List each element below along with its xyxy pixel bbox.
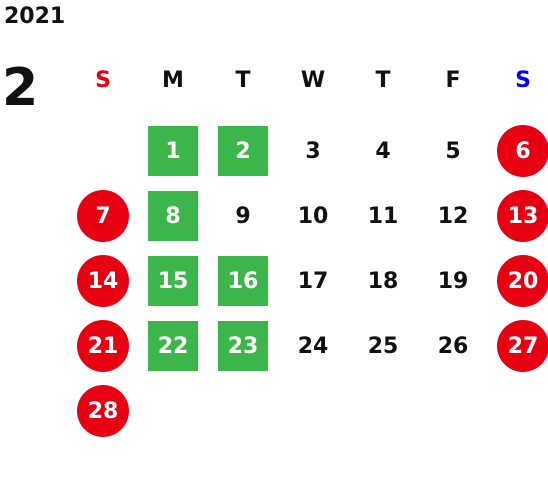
day-18[interactable]: 18 xyxy=(367,268,399,294)
day-15[interactable]: 15 xyxy=(148,256,198,306)
day-1[interactable]: 1 xyxy=(148,126,198,176)
day-10[interactable]: 10 xyxy=(297,203,329,229)
day-21[interactable]: 21 xyxy=(77,320,129,372)
day-25[interactable]: 25 xyxy=(367,333,399,359)
weekday-header-wed: W xyxy=(300,68,326,93)
day-17[interactable]: 17 xyxy=(297,268,329,294)
day-24[interactable]: 24 xyxy=(297,333,329,359)
day-14[interactable]: 14 xyxy=(77,255,129,307)
day-9[interactable]: 9 xyxy=(235,203,251,229)
day-22[interactable]: 22 xyxy=(148,321,198,371)
month-number: 2 xyxy=(2,58,39,118)
day-27[interactable]: 27 xyxy=(497,320,548,372)
day-23[interactable]: 23 xyxy=(218,321,268,371)
year-label: 2021 xyxy=(4,4,66,29)
day-26[interactable]: 26 xyxy=(437,333,469,359)
weekday-header-mon: M xyxy=(162,68,184,93)
day-16[interactable]: 16 xyxy=(218,256,268,306)
weekday-header-tue: T xyxy=(235,68,251,93)
day-20[interactable]: 20 xyxy=(497,255,548,307)
weekday-header-fri: F xyxy=(445,68,461,93)
day-6[interactable]: 6 xyxy=(497,125,548,177)
day-3[interactable]: 3 xyxy=(305,138,321,164)
day-4[interactable]: 4 xyxy=(375,138,391,164)
day-19[interactable]: 19 xyxy=(437,268,469,294)
day-28[interactable]: 28 xyxy=(77,385,129,437)
day-8[interactable]: 8 xyxy=(148,191,198,241)
day-11[interactable]: 11 xyxy=(367,203,399,229)
day-13[interactable]: 13 xyxy=(497,190,548,242)
weekday-header-sat: S xyxy=(515,68,531,93)
weekday-header-sun: S xyxy=(95,68,111,93)
weekday-header-thu: T xyxy=(375,68,391,93)
day-5[interactable]: 5 xyxy=(445,138,461,164)
day-2[interactable]: 2 xyxy=(218,126,268,176)
day-12[interactable]: 12 xyxy=(437,203,469,229)
day-7[interactable]: 7 xyxy=(77,190,129,242)
